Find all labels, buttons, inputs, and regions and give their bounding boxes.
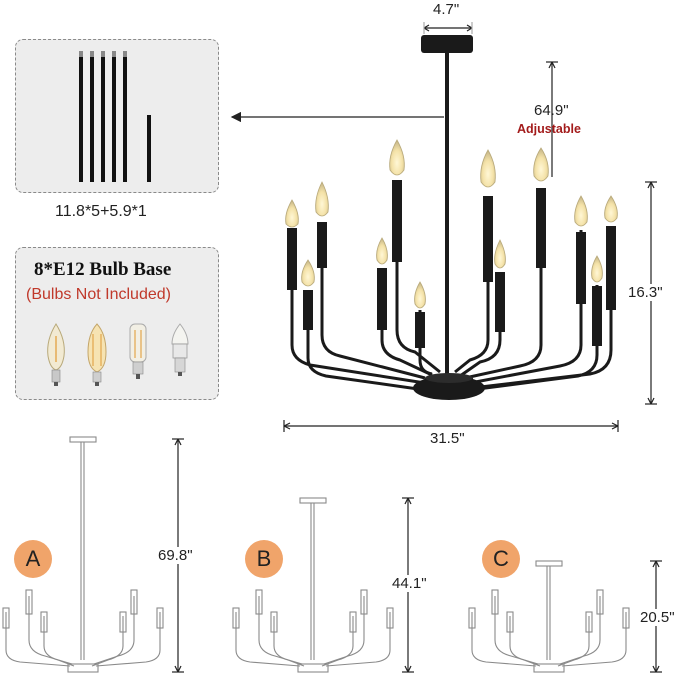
- chandelier-main: [285, 35, 618, 400]
- variant-b-height: 44.1": [392, 575, 427, 592]
- variant-a-badge: A: [14, 540, 52, 578]
- variant-b-badge: B: [245, 540, 283, 578]
- variant-a-drawing: [2, 436, 164, 673]
- rods-panel: [15, 39, 219, 193]
- body-height-label: 16.3": [628, 284, 663, 301]
- variant-a-height: 69.8": [158, 547, 193, 564]
- rods-caption: 11.8*5+5.9*1: [55, 203, 147, 220]
- variant-b-drawing: [232, 497, 394, 673]
- total-height-label: 64.9": [534, 102, 569, 119]
- canopy-width-label: 4.7": [433, 1, 460, 18]
- bulb-panel-title: 8*E12 Bulb Base: [34, 259, 172, 280]
- bulb-panel-note: (Bulbs Not Included): [26, 286, 171, 303]
- variant-c-badge: C: [482, 540, 520, 578]
- body-width-label: 31.5": [430, 430, 465, 447]
- variant-c-drawing: [468, 560, 630, 673]
- variant-c-height: 20.5": [640, 609, 675, 626]
- adjustable-label: Adjustable: [517, 122, 581, 136]
